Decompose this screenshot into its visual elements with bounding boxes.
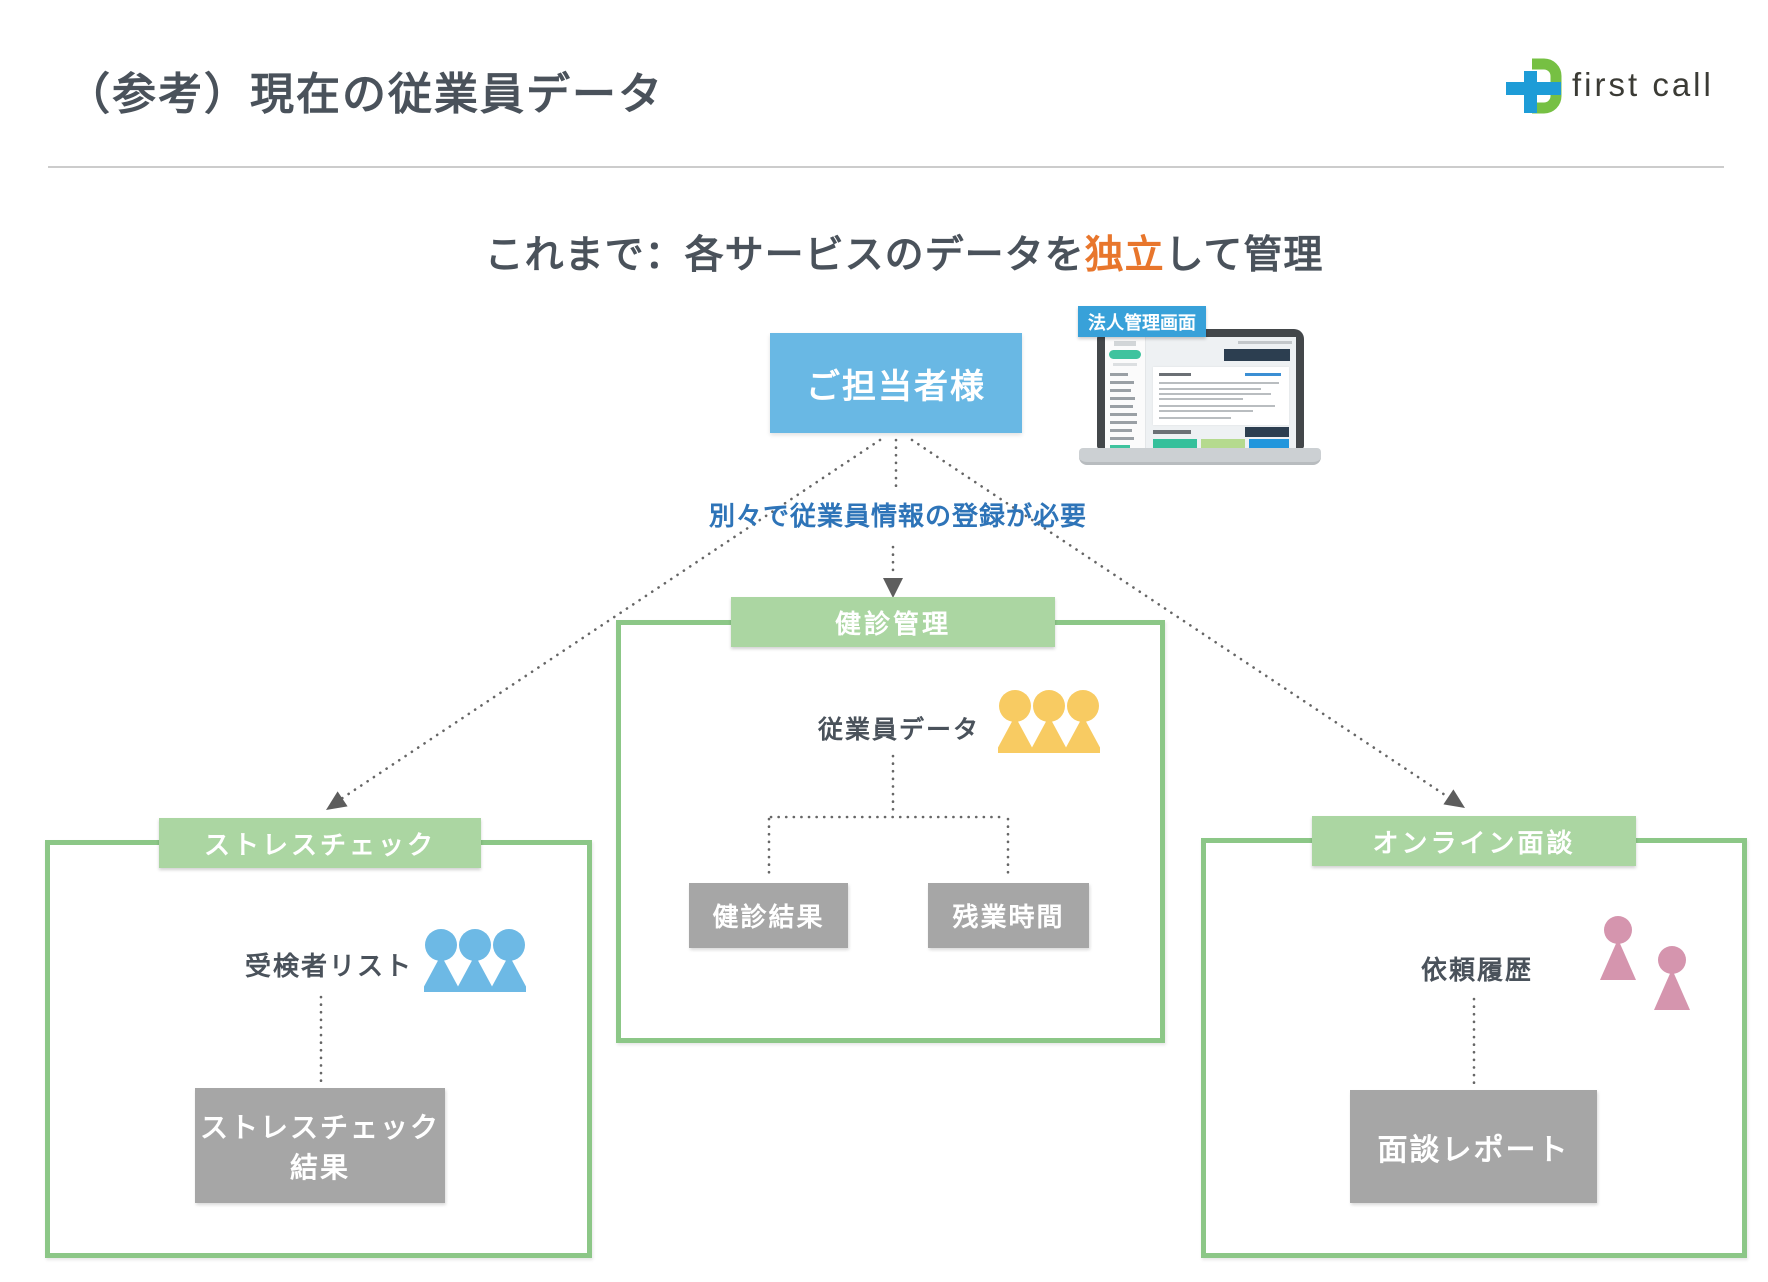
laptop-main-area bbox=[1146, 337, 1296, 449]
corporate-screen-label: 法人管理画面 bbox=[1078, 306, 1206, 337]
people-group-yellow-icon bbox=[998, 690, 1100, 753]
subtitle-prefix: これまで：各サービスのデータを bbox=[484, 234, 1085, 277]
arrowhead-right bbox=[1443, 789, 1465, 808]
header-divider bbox=[48, 166, 1724, 168]
stress-check-header: ストレスチェック bbox=[159, 818, 481, 868]
pawn-people bbox=[1600, 916, 1690, 1010]
health-check-header: 健診管理 bbox=[731, 597, 1055, 647]
request-history-label: 依頼履歴 bbox=[1421, 955, 1534, 985]
laptop-base bbox=[1079, 448, 1321, 465]
slide-subtitle: これまで：各サービスのデータを独立して管理 bbox=[484, 224, 1324, 280]
employee-data-label: 従業員データ bbox=[818, 716, 981, 744]
manager-box: ご担当者様 bbox=[770, 333, 1022, 433]
arrowhead-left bbox=[326, 791, 348, 810]
people-group-blue-icon bbox=[424, 929, 526, 992]
health-result-box: 健診結果 bbox=[689, 883, 848, 948]
stress-check-result-box: ストレスチェック 結果 bbox=[195, 1088, 445, 1203]
page-title: （参考）現在の従業員データ bbox=[66, 70, 664, 119]
health-check-box bbox=[616, 620, 1165, 1043]
pawn-people bbox=[424, 929, 526, 992]
manager-box-label: ご担当者様 bbox=[806, 367, 986, 406]
first-call-logo-icon bbox=[1506, 58, 1562, 114]
overtime-box: 残業時間 bbox=[928, 883, 1089, 948]
interview-report-box: 面談レポート bbox=[1350, 1090, 1597, 1203]
laptop-illustration bbox=[1097, 329, 1304, 449]
pawn-people bbox=[998, 690, 1100, 753]
arrowhead-center bbox=[883, 578, 903, 598]
laptop-sidebar bbox=[1105, 337, 1146, 449]
subtitle-suffix: して管理 bbox=[1164, 234, 1324, 277]
stress-check-item-label: 受検者リスト bbox=[245, 951, 414, 981]
first-call-logo bbox=[1504, 54, 1734, 116]
first-call-logo-text: first call bbox=[1572, 66, 1714, 103]
people-pair-pink-icon bbox=[1600, 916, 1690, 1010]
registration-note: 別々で従業員情報の登録が必要 bbox=[708, 501, 1087, 531]
laptop-screenshot bbox=[1105, 337, 1296, 449]
online-interview-header: オンライン面談 bbox=[1312, 816, 1636, 866]
subtitle-highlight: 独立 bbox=[1084, 234, 1165, 277]
